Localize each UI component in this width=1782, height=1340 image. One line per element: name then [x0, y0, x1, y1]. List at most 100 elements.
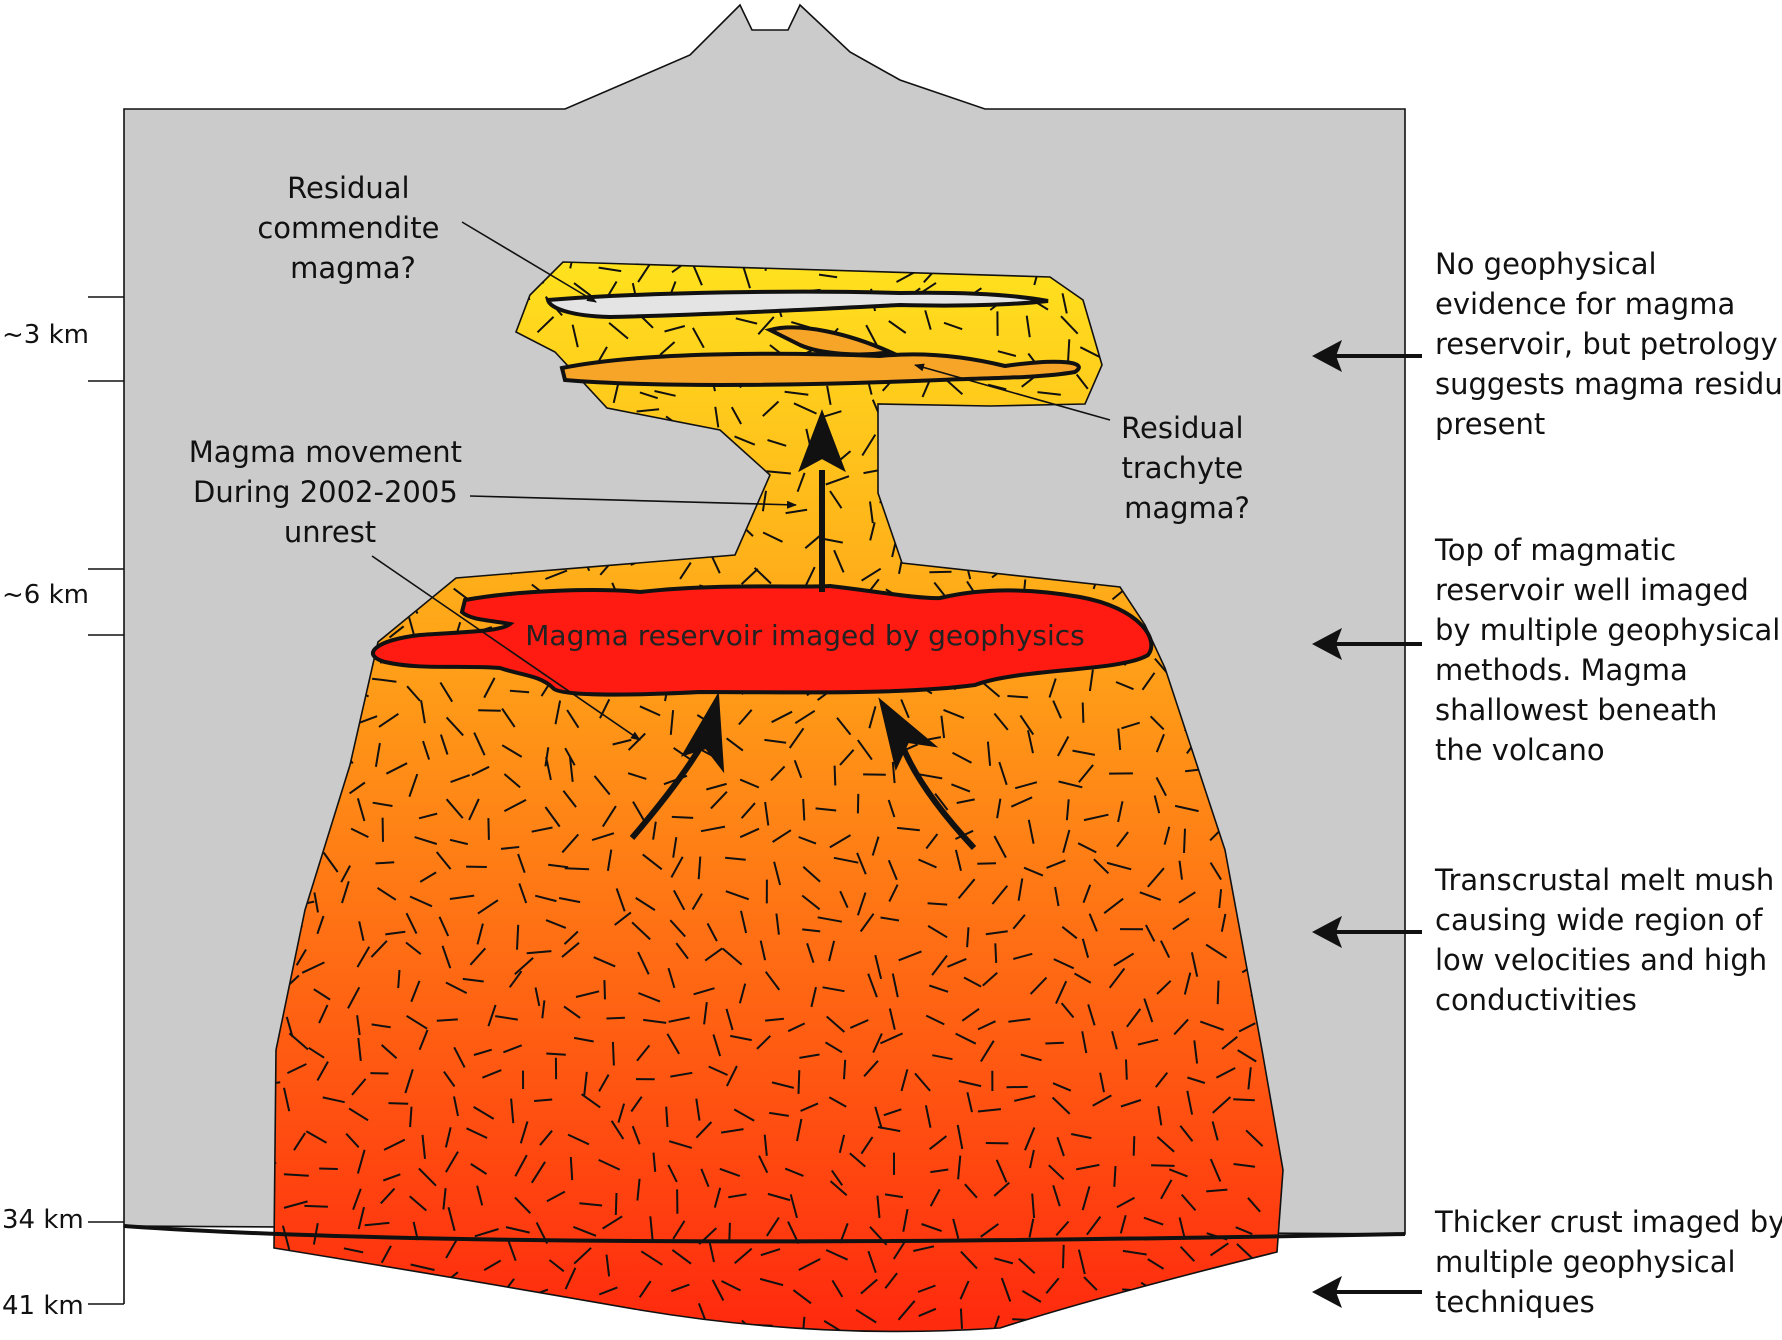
crystal-dash — [1081, 1186, 1091, 1211]
crystal-dash — [502, 1311, 518, 1327]
crystal-dash — [519, 1121, 529, 1144]
crystal-dash — [872, 1033, 883, 1054]
crystal-dash — [767, 1192, 791, 1202]
crystal-dash — [418, 1167, 437, 1187]
crystal-dash — [868, 706, 877, 729]
crystal-dash — [508, 970, 523, 988]
crystal-dash — [1274, 1257, 1283, 1277]
crystal-dash — [1206, 1188, 1228, 1193]
crystal-dash — [712, 1034, 722, 1057]
crystal-dash — [1205, 943, 1228, 959]
crystal-dash — [503, 1044, 523, 1054]
crystal-dash — [350, 827, 369, 838]
crystal-dash — [375, 861, 395, 865]
crystal-dash — [564, 1267, 577, 1290]
crystal-dash — [418, 1029, 429, 1051]
crystal-dash — [1116, 1196, 1135, 1209]
crystal-dash — [956, 798, 975, 804]
annotation-line: suggests magma residue — [1435, 367, 1782, 401]
crystal-dash — [1024, 1127, 1036, 1151]
crystal-dash — [1051, 1096, 1071, 1115]
crystal-dash — [374, 742, 381, 767]
crystal-dash — [1053, 958, 1075, 970]
crystal-dash — [1081, 1031, 1088, 1054]
crystal-dash — [487, 818, 490, 840]
crystal-dash — [824, 1041, 843, 1054]
commendite-label-line: commendite — [257, 211, 439, 245]
crystal-dash — [534, 987, 541, 1007]
crystal-dash — [1074, 972, 1092, 984]
crystal-dash — [245, 1252, 264, 1258]
crystal-dash — [439, 681, 454, 703]
crystal-dash — [636, 1178, 641, 1201]
crystal-dash — [1125, 1059, 1128, 1080]
annotation-arrow — [1312, 916, 1422, 948]
crystal-dash — [869, 522, 876, 541]
crystal-dash — [579, 1202, 603, 1207]
crystal-dash — [1008, 1018, 1031, 1023]
crystal-dash — [1211, 1121, 1219, 1141]
crystal-dash — [1078, 764, 1094, 783]
crystal-dash — [955, 1032, 977, 1045]
crystal-dash — [1000, 1277, 1012, 1302]
crystal-dash — [1209, 1158, 1222, 1182]
crystal-dash — [860, 1136, 874, 1155]
crystal-dash — [1221, 1036, 1238, 1050]
crystal-dash — [880, 916, 900, 922]
crystal-dash — [1216, 980, 1220, 1005]
annotation-line: techniques — [1435, 1285, 1595, 1319]
commendite-label: Residual commendite magma? — [257, 171, 448, 285]
crystal-dash — [544, 747, 550, 767]
crystal-dash — [505, 1226, 530, 1234]
residual-commendite-lens — [545, 289, 1049, 320]
crystal-dash — [1076, 1163, 1100, 1171]
crystal-dash — [943, 321, 963, 331]
crystal-dash — [762, 400, 780, 417]
crystal-dash — [1256, 1281, 1265, 1302]
crystal-dash — [451, 1313, 470, 1331]
crystal-dash — [268, 1312, 273, 1331]
crystal-dash — [714, 406, 720, 428]
crystal-dash — [1274, 1318, 1283, 1332]
crystal-dash — [914, 1072, 931, 1092]
crystal-dash — [771, 1081, 795, 1089]
crystal-dash — [283, 1087, 291, 1112]
crystal-dash — [892, 1240, 907, 1260]
crystal-dash — [788, 727, 805, 749]
crystal-dash — [792, 1289, 812, 1305]
crystal-dash — [1099, 1072, 1105, 1093]
crystal-dash — [713, 1187, 722, 1208]
left-flow-arrow-head — [680, 691, 725, 774]
crystal-dash — [340, 865, 351, 883]
crystal-dash — [501, 744, 523, 758]
crystal-dash — [420, 700, 426, 724]
crystal-dash — [740, 802, 756, 819]
crystal-dash — [928, 1135, 948, 1150]
crystal-dash — [802, 865, 821, 883]
crystal-dash — [593, 775, 611, 796]
annotation-arrows — [1312, 340, 1422, 1308]
crystal-dash — [1163, 826, 1171, 845]
crystal-dash — [1062, 1244, 1065, 1269]
crystal-dash — [1013, 952, 1033, 960]
crystal-dash — [1117, 801, 1124, 823]
crystal-dash — [925, 833, 939, 850]
right-flow-arrow-shaft — [899, 743, 977, 851]
crystal-dash — [1092, 1094, 1112, 1107]
crystal-dash — [1235, 1226, 1253, 1236]
crystal-dash — [487, 1004, 497, 1027]
crystal-dash — [531, 1307, 553, 1321]
crystal-dash — [1029, 1149, 1035, 1169]
crystal-dash — [758, 1155, 769, 1174]
crystal-dash — [721, 947, 743, 966]
crystal-dash — [442, 1188, 447, 1210]
crystal-dash — [546, 1190, 566, 1203]
crystal-dash — [409, 895, 433, 908]
crystal-dash — [453, 1096, 459, 1117]
crystal-dash — [517, 853, 526, 874]
crystal-dash — [725, 890, 750, 901]
crystal-dash — [285, 1016, 294, 1038]
crystal-dash — [947, 957, 967, 968]
crystal-dash — [959, 1308, 963, 1329]
crystal-dash — [700, 825, 726, 833]
